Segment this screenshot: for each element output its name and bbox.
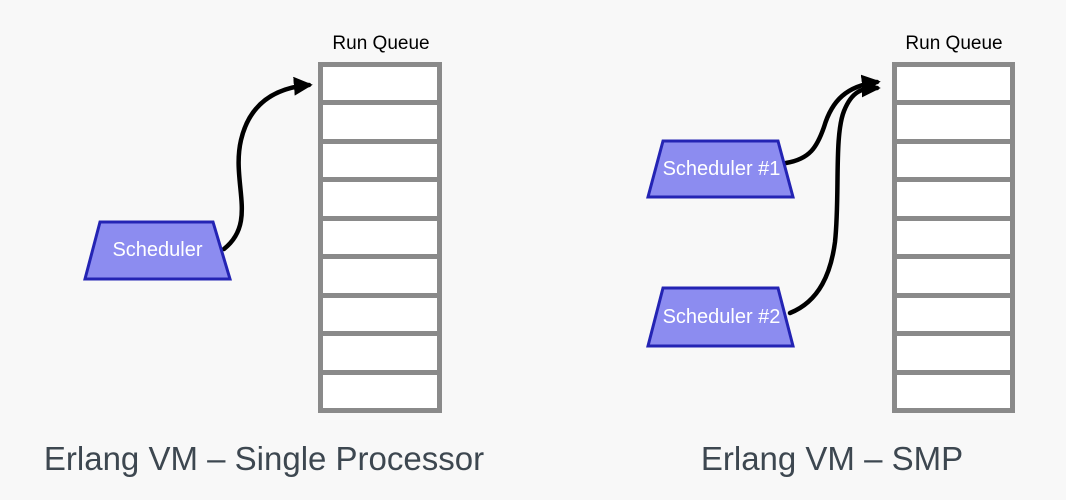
run-queue-cell xyxy=(897,297,1010,332)
run-queue-cell xyxy=(323,374,437,408)
run-queue-label-left: Run Queue xyxy=(332,33,430,54)
run-queue-cell xyxy=(323,182,437,216)
run-queue-label-right: Run Queue xyxy=(905,33,1003,54)
run-queue-right xyxy=(892,62,1015,413)
run-queue-cell xyxy=(323,259,437,293)
scheduler-label: Scheduler xyxy=(112,239,203,261)
run-queue-cell xyxy=(897,67,1010,101)
run-queue-cell xyxy=(897,259,1010,293)
run-queue-cell xyxy=(323,297,437,332)
caption-single-processor: Erlang VM – Single Processor xyxy=(43,440,485,477)
scheduler-trapezoid xyxy=(83,220,233,281)
arrow-scheduler2-to-queue xyxy=(787,78,881,316)
run-queue-cell xyxy=(323,336,437,370)
run-queue-cell xyxy=(897,336,1010,370)
run-queue-left xyxy=(318,62,442,413)
run-queue-cell xyxy=(323,105,437,139)
scheduler2-trapezoid xyxy=(646,286,795,348)
run-queue-cell xyxy=(897,143,1010,178)
scheduler1-trapezoid xyxy=(646,139,795,199)
run-queue-cell xyxy=(323,220,437,255)
scheduler1-label: Scheduler #1 xyxy=(662,158,781,180)
run-queue-cell xyxy=(323,67,437,101)
run-queue-cell xyxy=(897,182,1010,216)
arrow-scheduler1-to-queue xyxy=(783,74,881,166)
run-queue-cell xyxy=(897,220,1010,255)
run-queue-cell xyxy=(897,374,1010,408)
scheduler2-label: Scheduler #2 xyxy=(662,306,781,328)
caption-smp: Erlang VM – SMP xyxy=(700,440,964,477)
arrow-scheduler-to-queue xyxy=(221,76,313,252)
run-queue-cell xyxy=(323,143,437,178)
run-queue-cell xyxy=(897,105,1010,139)
